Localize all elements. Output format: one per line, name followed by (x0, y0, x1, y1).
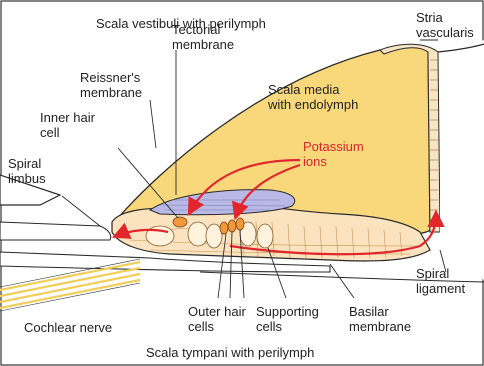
label-outer-hair-line1: Outer hair (188, 304, 246, 319)
label-basilar-membrane: Basilar membrane (349, 304, 411, 334)
label-scala-media-line1: Scala media (268, 82, 358, 97)
label-outer-hair-cells: Outer hair cells (188, 304, 246, 334)
label-basilar-line2: membrane (349, 319, 411, 334)
label-inner-hair-cell: Inner hair cell (40, 110, 95, 140)
label-reissner-line2: membrane (80, 85, 142, 100)
inner-hair-cell (173, 217, 187, 227)
leader-spiral-limbus (62, 196, 100, 226)
label-tectorial-line2: membrane (172, 37, 234, 52)
label-spiral-ligament-line2: ligament (416, 281, 465, 296)
label-outer-hair-line2: cells (188, 319, 246, 334)
label-stria-vascularis: Stria vascularis (416, 10, 474, 40)
label-spiral-limbus-line1: Spiral (8, 156, 46, 171)
osseous-lamina-upper (0, 222, 111, 240)
label-supporting-line1: Supporting (256, 304, 319, 319)
label-potassium-line2: ions (303, 154, 364, 169)
label-spiral-limbus-line2: limbus (8, 171, 46, 186)
label-spiral-ligament-line1: Spiral (416, 266, 465, 281)
leader-basilar (330, 264, 354, 298)
label-supporting-cells: Supporting cells (256, 304, 319, 334)
label-scala-tympani: Scala tympani with perilymph (146, 345, 314, 360)
label-inner-hair-line2: cell (40, 125, 95, 140)
label-potassium-ions: Potassium ions (303, 139, 364, 169)
label-tectorial-line1: Tectorial (172, 22, 234, 37)
label-scala-media: Scala media with endolymph (268, 82, 358, 112)
label-tectorial-membrane: Tectorial membrane (172, 22, 234, 52)
label-spiral-ligament: Spiral ligament (416, 266, 465, 296)
label-spiral-limbus: Spiral limbus (8, 156, 46, 186)
label-inner-hair-line1: Inner hair (40, 110, 95, 125)
label-stria-line1: Stria (416, 10, 474, 25)
label-supporting-line2: cells (256, 319, 319, 334)
label-basilar-line1: Basilar (349, 304, 411, 319)
label-reissner-line1: Reissner's (80, 70, 142, 85)
label-cochlear-nerve: Cochlear nerve (24, 320, 112, 335)
label-potassium-line1: Potassium (303, 139, 364, 154)
label-stria-line2: vascularis (416, 25, 474, 40)
label-reissners-membrane: Reissner's membrane (80, 70, 142, 100)
leader-reissner (150, 100, 156, 148)
label-scala-media-line2: with endolymph (268, 97, 358, 112)
